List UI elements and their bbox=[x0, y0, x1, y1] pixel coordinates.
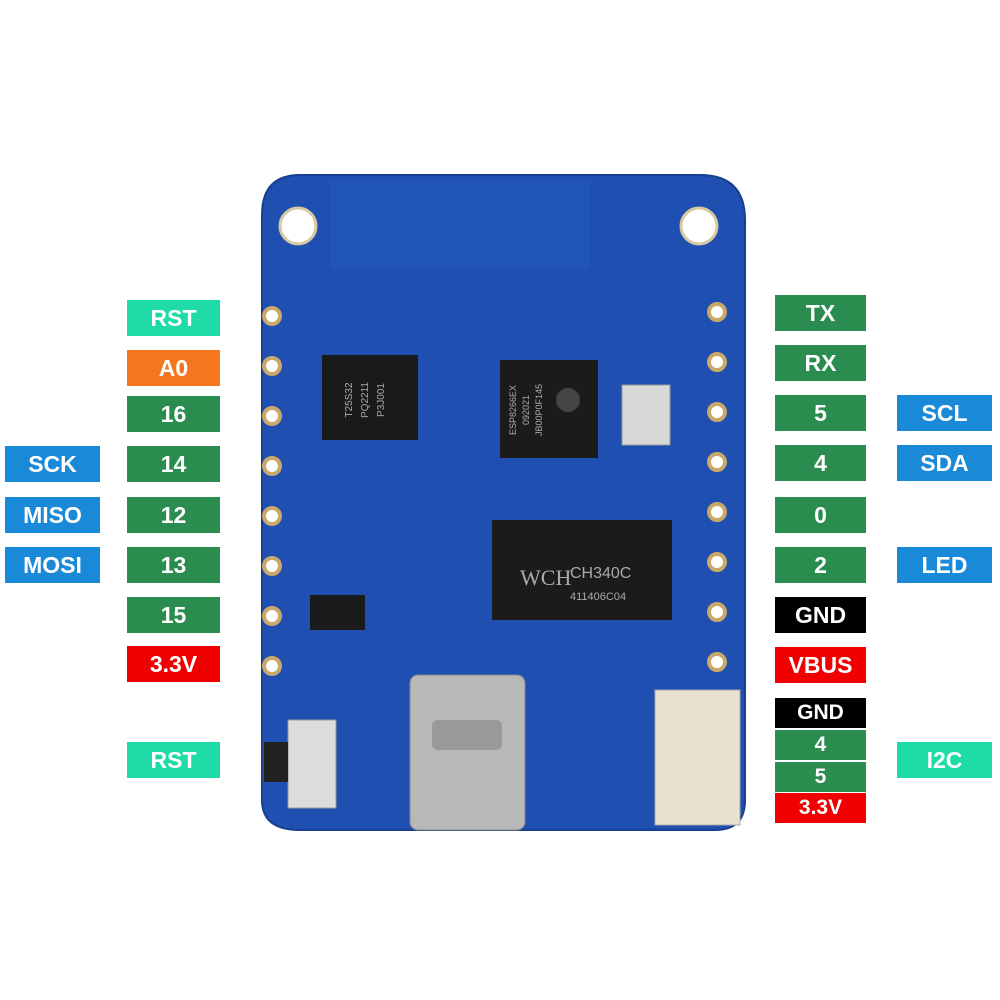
header-pad bbox=[707, 552, 727, 572]
header-pad bbox=[262, 506, 282, 526]
pin-label-15: 15 bbox=[127, 597, 220, 633]
header-pad bbox=[262, 406, 282, 426]
i2c-connector bbox=[654, 689, 741, 826]
pin-label-14: 14 bbox=[127, 446, 220, 482]
header-pad bbox=[262, 606, 282, 626]
i2c-pin-gnd: GND bbox=[775, 698, 866, 728]
pin-label-gnd: GND bbox=[775, 597, 866, 633]
pin-label-0: 0 bbox=[775, 497, 866, 533]
pin-label-12: 12 bbox=[127, 497, 220, 533]
pin-label-rst: RST bbox=[127, 300, 220, 336]
func-label-sda: SDA bbox=[897, 445, 992, 481]
pin-label-rx: RX bbox=[775, 345, 866, 381]
pin-label-5: 5 bbox=[775, 395, 866, 431]
pin-label-13: 13 bbox=[127, 547, 220, 583]
ch340c-marking-2: 411406C04 bbox=[570, 591, 626, 603]
pin-label-3v3: 3.3V bbox=[127, 646, 220, 682]
header-pad bbox=[707, 302, 727, 322]
func-label-mosi: MOSI bbox=[5, 547, 100, 583]
header-pad bbox=[707, 502, 727, 522]
header-pad bbox=[262, 306, 282, 326]
button-label-rst: RST bbox=[127, 742, 220, 778]
pin-label-tx: TX bbox=[775, 295, 866, 331]
mcu-marking-3: JB00P0F145 bbox=[534, 384, 544, 436]
antenna-area bbox=[330, 180, 590, 270]
ch340c-marking-1: CH340C bbox=[570, 565, 631, 582]
flash-chip-marking-1: T25S32 bbox=[344, 382, 355, 417]
header-pad bbox=[707, 402, 727, 422]
wch-logo: WCH bbox=[520, 565, 571, 590]
pin-label-vbus: VBUS bbox=[775, 647, 866, 683]
reset-button bbox=[287, 719, 337, 809]
regulator bbox=[310, 595, 365, 630]
mcu-marking-1: ESP8266EX bbox=[508, 385, 518, 435]
header-pad bbox=[707, 452, 727, 472]
func-label-scl: SCL bbox=[897, 395, 992, 431]
pin-label-a0: A0 bbox=[127, 350, 220, 386]
i2c-pin-4: 4 bbox=[775, 730, 866, 760]
header-pads bbox=[262, 302, 727, 676]
header-pad bbox=[707, 352, 727, 372]
flash-chip-marking-2: PQ2211 bbox=[360, 382, 371, 418]
pin-label-4: 4 bbox=[775, 445, 866, 481]
func-label-led: LED bbox=[897, 547, 992, 583]
mount-hole bbox=[679, 206, 719, 246]
ch340c-chip bbox=[492, 520, 672, 620]
crystal bbox=[621, 384, 671, 446]
header-pad bbox=[262, 456, 282, 476]
i2c-pin-5: 5 bbox=[775, 762, 866, 792]
i2c-pin-3v3: 3.3V bbox=[775, 793, 866, 823]
mount-hole bbox=[278, 206, 318, 246]
header-pad bbox=[262, 656, 282, 676]
pin-label-2: 2 bbox=[775, 547, 866, 583]
usb-c-port bbox=[409, 674, 526, 831]
header-pad bbox=[707, 602, 727, 622]
func-label-sck: SCK bbox=[5, 446, 100, 482]
i2c-label: I2C bbox=[897, 742, 992, 778]
flash-chip bbox=[322, 355, 418, 440]
header-pad bbox=[262, 556, 282, 576]
func-label-miso: MISO bbox=[5, 497, 100, 533]
pin-label-16: 16 bbox=[127, 396, 220, 432]
header-pad bbox=[707, 652, 727, 672]
esp8266-chip bbox=[500, 360, 598, 458]
mcu-marking-2: 092021 bbox=[521, 395, 531, 425]
header-pad bbox=[262, 356, 282, 376]
flash-chip-marking-3: P3J001 bbox=[376, 383, 387, 417]
